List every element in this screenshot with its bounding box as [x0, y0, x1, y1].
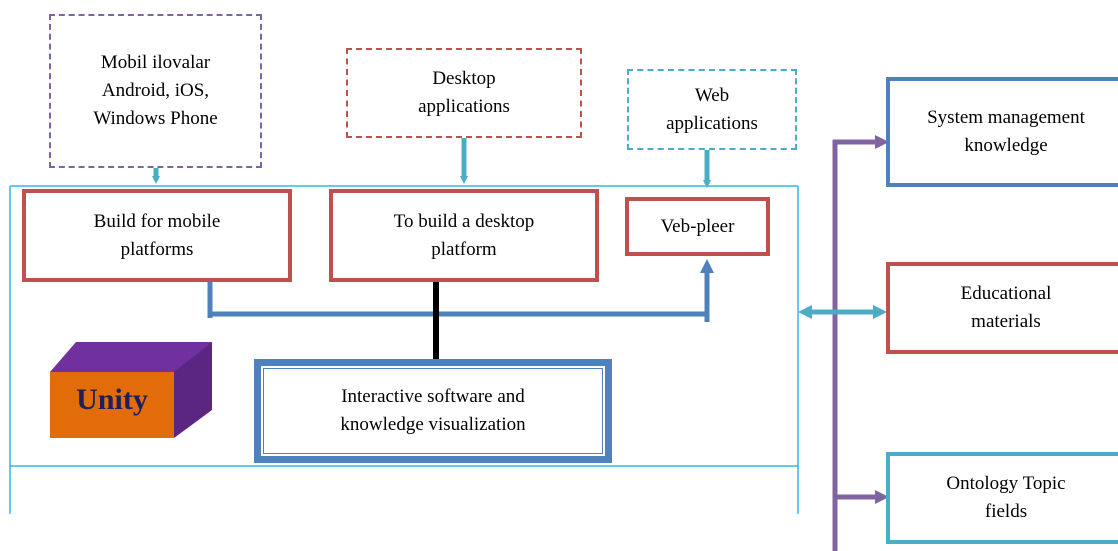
knowledge-bus [832, 135, 889, 551]
educational-materials-label: Educational materials [960, 283, 1052, 332]
web-apps-box: Web applications [627, 69, 797, 150]
ontology-topics-label: Ontology Topic fields [946, 473, 1066, 522]
visualization-label: Interactive software and knowledge visua… [340, 386, 526, 435]
mobile-build-box: Build for mobile platforms [22, 189, 292, 282]
visualization-box: Interactive software and knowledge visua… [254, 359, 612, 463]
mobile-build-label: Build for mobile platforms [93, 210, 221, 260]
system-knowledge-box: System management knowledge [886, 77, 1118, 187]
desktop-build-box: To build a desktop platform [329, 189, 599, 282]
desktop-apps-label: Desktop applications [418, 68, 510, 117]
unity-logo-cube [50, 342, 212, 438]
unity-label: Unity [76, 383, 148, 416]
mobile-apps-label: Mobil ilovalar Android, iOS, Windows Pho… [93, 52, 218, 129]
desktop-build-label: To build a desktop platform [393, 210, 535, 260]
unity-frame [9, 185, 799, 514]
educational-materials-box: Educational materials [886, 262, 1118, 354]
ontology-topics-box: Ontology Topic fields [886, 452, 1118, 544]
mobile-apps-box: Mobil ilovalar Android, iOS, Windows Pho… [49, 14, 262, 168]
web-player-label: Veb-pleer [660, 215, 735, 237]
desktop-apps-box: Desktop applications [346, 48, 582, 138]
web-apps-label: Web applications [666, 84, 758, 134]
system-knowledge-label: System management knowledge [927, 107, 1085, 156]
web-player-box: Veb-pleer [625, 197, 770, 256]
